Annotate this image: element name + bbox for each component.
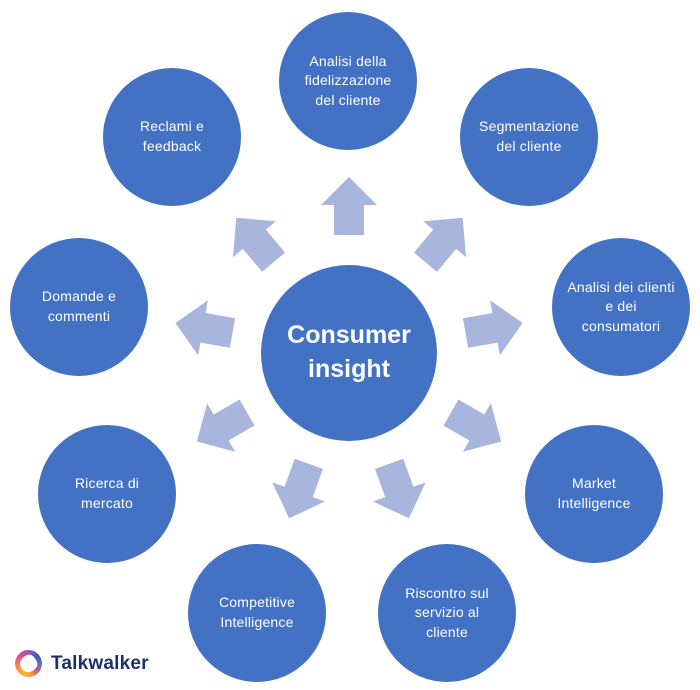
satellite-circle-domande-commenti: Domande e commenti — [10, 238, 148, 376]
arrow-left-icon — [170, 294, 237, 361]
satellite-label: Analisi della fidelizzazione del cliente — [304, 52, 392, 108]
satellite-circle-market-intelligence: Market Intelligence — [525, 425, 663, 563]
satellite-label: Analisi dei clienti e dei consumatori — [567, 278, 675, 334]
arrow-right-icon — [460, 294, 527, 361]
talkwalker-logo-text: Talkwalker — [51, 652, 149, 674]
talkwalker-logo-icon — [15, 650, 42, 677]
hub-label: Consumer insight — [287, 319, 411, 387]
talkwalker-brand: Talkwalker — [15, 650, 149, 677]
satellite-circle-fidelizzazione: Analisi della fidelizzazione del cliente — [279, 12, 417, 150]
satellite-circle-analisi-clienti: Analisi dei clienti e dei consumatori — [552, 238, 690, 376]
arrow-down-lower-right-icon — [362, 454, 436, 528]
satellite-label: Competitive Intelligence — [218, 594, 296, 630]
satellite-label: Domande e commenti — [41, 288, 117, 324]
satellite-label: Reclami e feedback — [139, 118, 205, 154]
satellite-circle-ricerca-mercato: Ricerca di mercato — [38, 425, 176, 563]
satellite-label: Market Intelligence — [557, 475, 631, 511]
arrow-up-right-icon — [403, 199, 485, 281]
arrow-down-right-icon — [436, 387, 515, 466]
hub-label-line2: insight — [308, 355, 390, 383]
arrow-up-left-icon — [214, 199, 296, 281]
satellite-label: Ricerca di mercato — [74, 475, 140, 511]
satellite-circle-reclami-feedback: Reclami e feedback — [103, 68, 241, 206]
hub-circle-consumer-insight: Consumer insight — [261, 265, 437, 441]
satellite-circle-segmentazione: Segmentazione del cliente — [460, 68, 598, 206]
arrow-down-lower-left-icon — [262, 454, 336, 528]
satellite-label: Riscontro sul servizio al cliente — [405, 584, 489, 640]
satellite-circle-competitive-intelligence: Competitive Intelligence — [188, 544, 326, 682]
satellite-label: Segmentazione del cliente — [479, 118, 579, 154]
hub-label-line1: Consumer — [287, 321, 411, 350]
arrow-down-left-icon — [182, 387, 261, 466]
satellite-circle-riscontro-servizio: Riscontro sul servizio al cliente — [378, 544, 516, 682]
arrow-up-icon — [320, 177, 378, 235]
